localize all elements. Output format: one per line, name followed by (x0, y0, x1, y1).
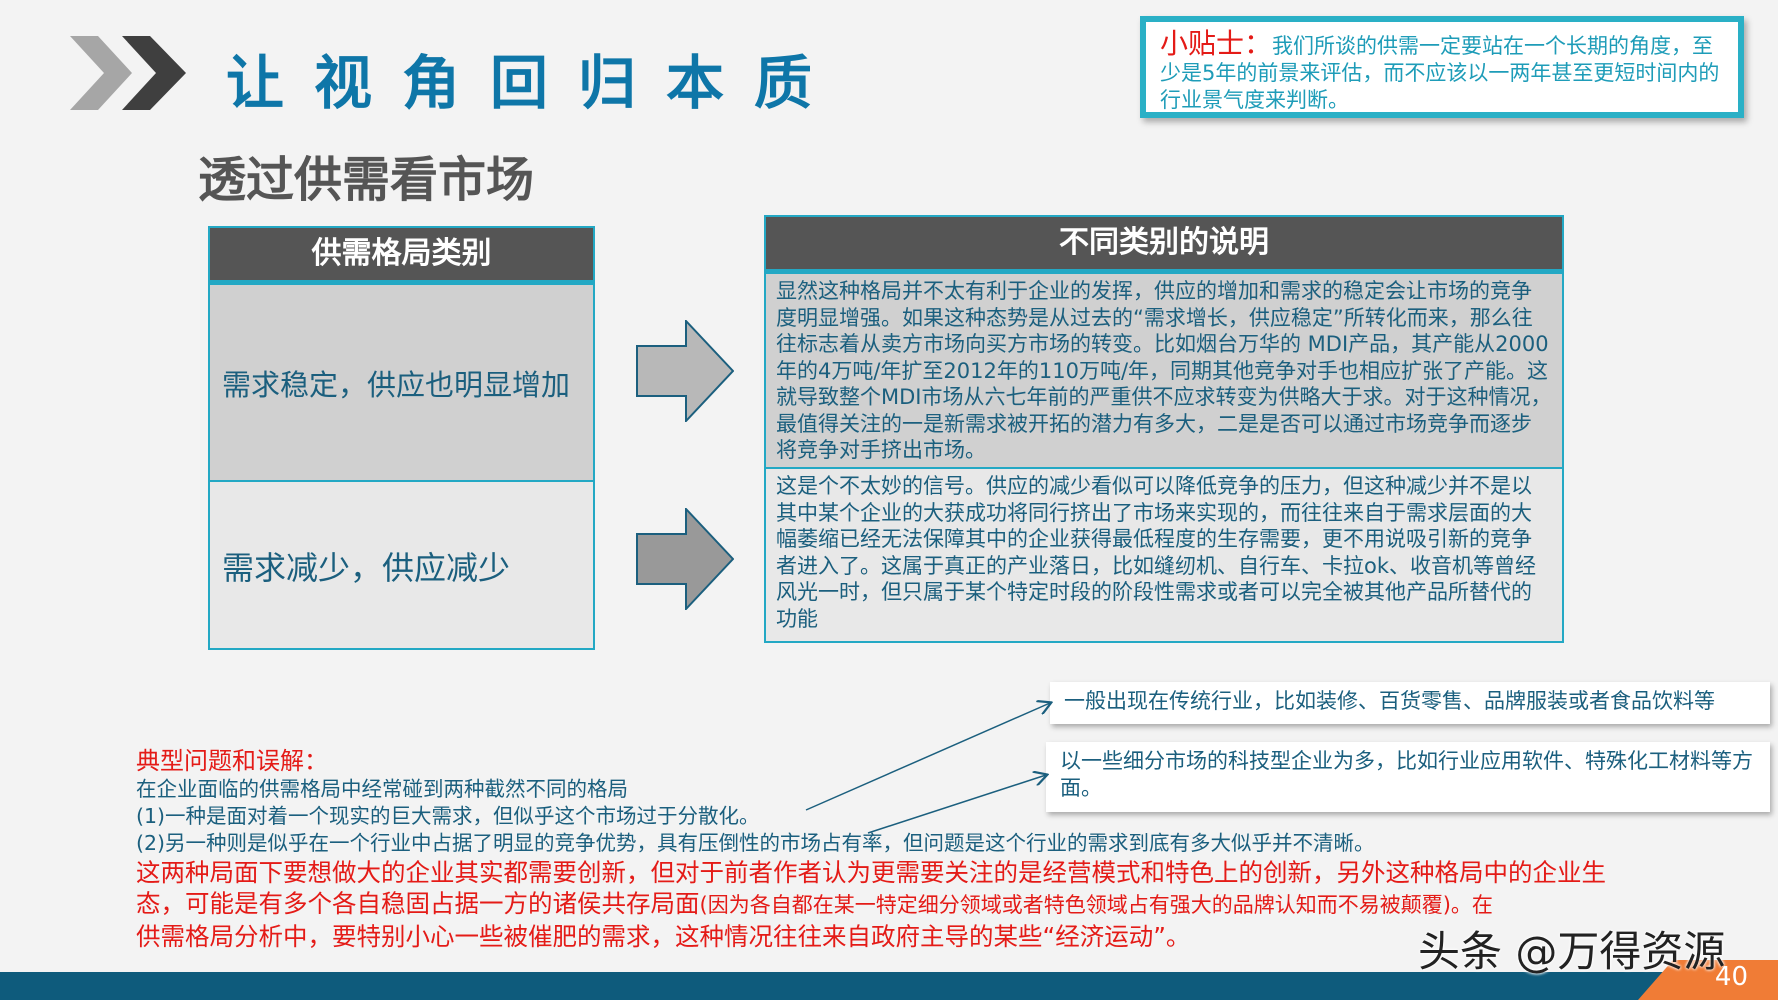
issues-title: 典型问题和误解： (136, 747, 328, 775)
explanation-row: 这是个不太妙的信号。供应的减少看似可以降低竞争的压力，但这种减少并不是以其中某个… (776, 474, 1537, 631)
category-label: 需求稳定，供应也明显增加 (222, 367, 571, 402)
page-number: 40 (1714, 962, 1748, 992)
tip-label: 小贴士： (1160, 27, 1273, 60)
typical-issues-section: 典型问题和误解： 在企业面临的供需格局中经常碰到两种截然不同的格局 (1)一种是… (136, 746, 1676, 952)
watermark: 头条 @万得资源 (1418, 927, 1726, 976)
double-chevron-icon (70, 36, 186, 110)
explanation-table-header: 不同类别的说明 (766, 217, 1562, 274)
issues-line: (1)一种是面对着一个现实的巨大需求，但似乎这个市场过于分散化。 (136, 804, 760, 828)
category-row: 需求减少，供应减少 (210, 482, 593, 650)
page-title: 让视角回归本质 (226, 49, 843, 117)
category-row: 需求稳定，供应也明显增加 (210, 285, 593, 482)
conclusion-part: (因为各自都在某一特定细分领域或者特色领域占有强大的品牌认知而不易被颠覆)。在 (699, 893, 1493, 917)
footer-bar (0, 972, 1778, 1000)
tip-text: 我们所谈的供需一定要站在一个长期的角度，至少是5年的前景来评估，而不应该以一两年… (1160, 34, 1720, 112)
conclusion-part: 这两种局面下要想做大的企业其实都需要创新，但对于前者作者认为更需要关注的是经营模… (136, 858, 1606, 918)
right-arrow-icon (636, 508, 734, 610)
note-tech-niche: 以一些细分市场的科技型企业为多，比如行业应用软件、特殊化工材料等方面。 (1046, 742, 1770, 812)
issues-line: 在企业面临的供需格局中经常碰到两种截然不同的格局 (136, 777, 628, 801)
category-label: 需求减少，供应减少 (222, 549, 511, 587)
explanation-row: 显然这种格局并不太有利于企业的发挥，供应的增加和需求的稳定会让市场的竞争度明显增… (766, 274, 1562, 469)
tip-box: 小贴士：我们所谈的供需一定要站在一个长期的角度，至少是5年的前景来评估，而不应该… (1140, 16, 1744, 118)
note-traditional-industry: 一般出现在传统行业，比如装修、百货零售、品牌服装或者食品饮料等 (1050, 682, 1770, 724)
conclusion-part: 供需格局分析中，要特别小心一些被催肥的需求，这种情况往往来自政府主导的某些“经济… (136, 922, 1191, 951)
issues-conclusion: 这两种局面下要想做大的企业其实都需要创新，但对于前者作者认为更需要关注的是经营模… (136, 857, 1646, 952)
issues-line: (2)另一种则是似乎在一个行业中占据了明显的竞争优势，具有压倒性的市场占有率，但… (136, 831, 1375, 855)
page-subtitle: 透过供需看市场 (198, 152, 535, 208)
right-arrow-icon (636, 320, 734, 422)
supply-demand-category-table: 供需格局类别 需求稳定，供应也明显增加 需求减少，供应减少 (208, 226, 595, 650)
category-explanation-table: 不同类别的说明 显然这种格局并不太有利于企业的发挥，供应的增加和需求的稳定会让市… (764, 215, 1564, 643)
category-table-header: 供需格局类别 (210, 228, 593, 285)
